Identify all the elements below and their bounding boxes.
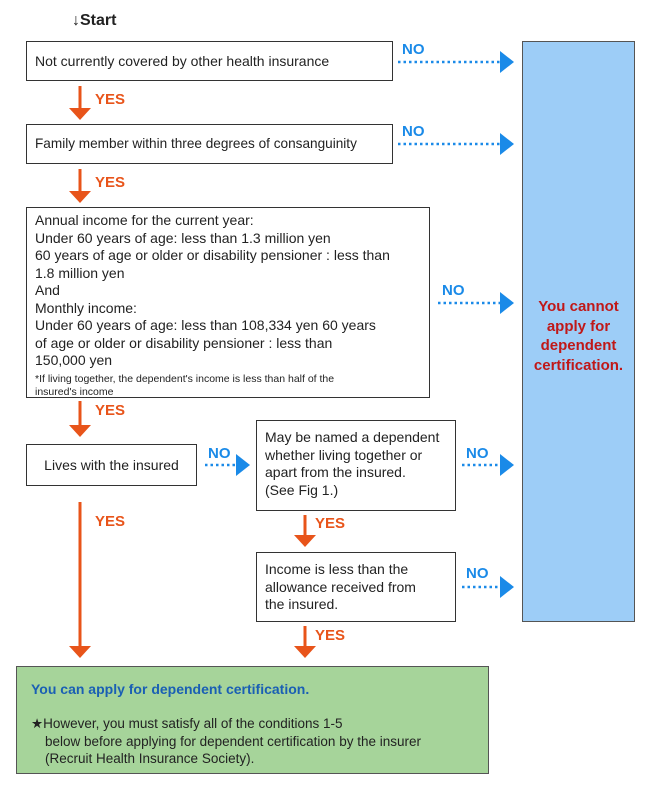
yes-label: YES	[315, 627, 346, 644]
no-label: NO	[466, 565, 489, 582]
can-apply-note: ★However, you must satisfy all of the co…	[31, 715, 421, 768]
named-dependent-line: whether living together or	[265, 446, 423, 463]
yes-arrow	[294, 626, 316, 658]
income-note-line: *If living together, the dependent's inc…	[35, 372, 335, 385]
can-apply-title: You can apply for dependent certificatio…	[31, 681, 310, 697]
step-not-covered: Not currently covered by other health in…	[26, 41, 393, 81]
step-not-covered-text: Not currently covered by other health in…	[35, 53, 330, 69]
income-line: Monthly income:	[35, 299, 137, 316]
income-line: Under 60 years of age: less than 1.3 mil…	[35, 229, 331, 246]
step-income-conditions: Annual income for the current year: Unde…	[26, 207, 430, 398]
cannot-line: You cannot	[538, 298, 619, 315]
named-dependent-line: (See Fig 1.)	[265, 481, 339, 498]
can-note-line: (Recruit Health Insurance Society).	[45, 751, 255, 767]
outcome-cannot-apply-text: You cannot apply for dependent certifica…	[523, 297, 634, 375]
no-arrow	[398, 133, 514, 155]
step-lives-with-text: Lives with the insured	[44, 457, 179, 473]
income-line: Annual income for the current year:	[35, 212, 254, 228]
step-family-member-text: Family member within three degrees of co…	[35, 136, 357, 151]
no-label: NO	[466, 445, 489, 462]
no-arrow	[398, 51, 514, 73]
income-note-line: insured's income	[35, 386, 114, 399]
no-label: NO	[402, 41, 425, 58]
can-note-line: ★However, you must satisfy all of the co…	[31, 716, 343, 731]
yes-arrow	[69, 169, 91, 203]
yes-label: YES	[315, 515, 346, 532]
step-family-member: Family member within three degrees of co…	[26, 124, 393, 164]
step-income-below-allowance: Income is less than the allowance receiv…	[256, 552, 456, 622]
cannot-line: apply for	[546, 317, 611, 335]
no-arrow	[462, 454, 514, 476]
outcome-cannot-apply: You cannot apply for dependent certifica…	[522, 41, 635, 622]
income-line: 60 years of age or older or disability p…	[35, 247, 390, 263]
cannot-line: certification.	[533, 356, 624, 374]
income-line: Under 60 years of age: less than 108,334…	[35, 317, 376, 333]
no-label: NO	[208, 445, 231, 462]
yes-label: YES	[95, 513, 126, 530]
can-note-line: below before applying for dependent cert…	[45, 733, 421, 749]
income-note: *If living together, the dependent's inc…	[35, 373, 421, 400]
no-label: NO	[402, 123, 425, 140]
cannot-line: dependent	[540, 337, 617, 354]
yes-label: YES	[95, 402, 126, 419]
yes-arrow	[294, 515, 316, 547]
named-dependent-line: May be named a dependent	[265, 429, 440, 445]
allowance-line: Income is less than the	[265, 561, 409, 577]
allowance-line: allowance received from	[265, 578, 416, 595]
yes-arrow	[69, 502, 91, 658]
allowance-line: the insured.	[265, 596, 339, 612]
income-line: And	[35, 282, 60, 298]
income-line: of age or older or disability pensioner …	[35, 334, 333, 351]
income-line: 1.8 million yen	[35, 264, 125, 281]
step-named-dependent: May be named a dependent whether living …	[256, 420, 456, 511]
no-arrow	[462, 576, 514, 598]
income-line: 150,000 yen	[35, 352, 113, 368]
yes-arrow	[69, 401, 91, 437]
yes-arrow	[69, 86, 91, 120]
no-label: NO	[442, 282, 465, 299]
no-arrow	[438, 292, 514, 314]
step-lives-with-insured: Lives with the insured	[26, 444, 197, 486]
no-arrow	[205, 454, 250, 476]
yes-label: YES	[95, 91, 126, 108]
start-label: ↓Start	[72, 12, 117, 29]
yes-label: YES	[95, 174, 126, 191]
outcome-can-apply: You can apply for dependent certificatio…	[16, 666, 489, 774]
named-dependent-line: apart from the insured.	[265, 464, 406, 480]
